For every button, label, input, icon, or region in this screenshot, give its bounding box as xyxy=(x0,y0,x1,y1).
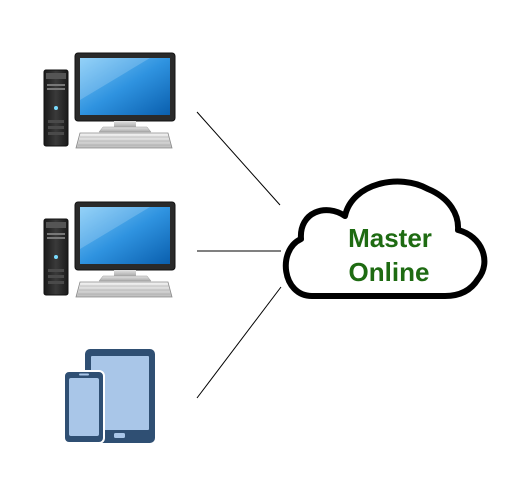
mobile-devices-icon xyxy=(63,349,155,444)
connector-line-top xyxy=(196,111,281,206)
cloud-label-line2: Online xyxy=(349,257,430,287)
desktop-computer-icon xyxy=(43,201,176,298)
cloud-icon: Master Online xyxy=(282,178,488,299)
desktop-computer-icon xyxy=(43,52,176,149)
cloud-label-line1: Master xyxy=(348,223,432,253)
connector-line-bottom xyxy=(196,286,282,399)
cloud-shape xyxy=(282,178,488,299)
connector-lines xyxy=(196,111,282,399)
